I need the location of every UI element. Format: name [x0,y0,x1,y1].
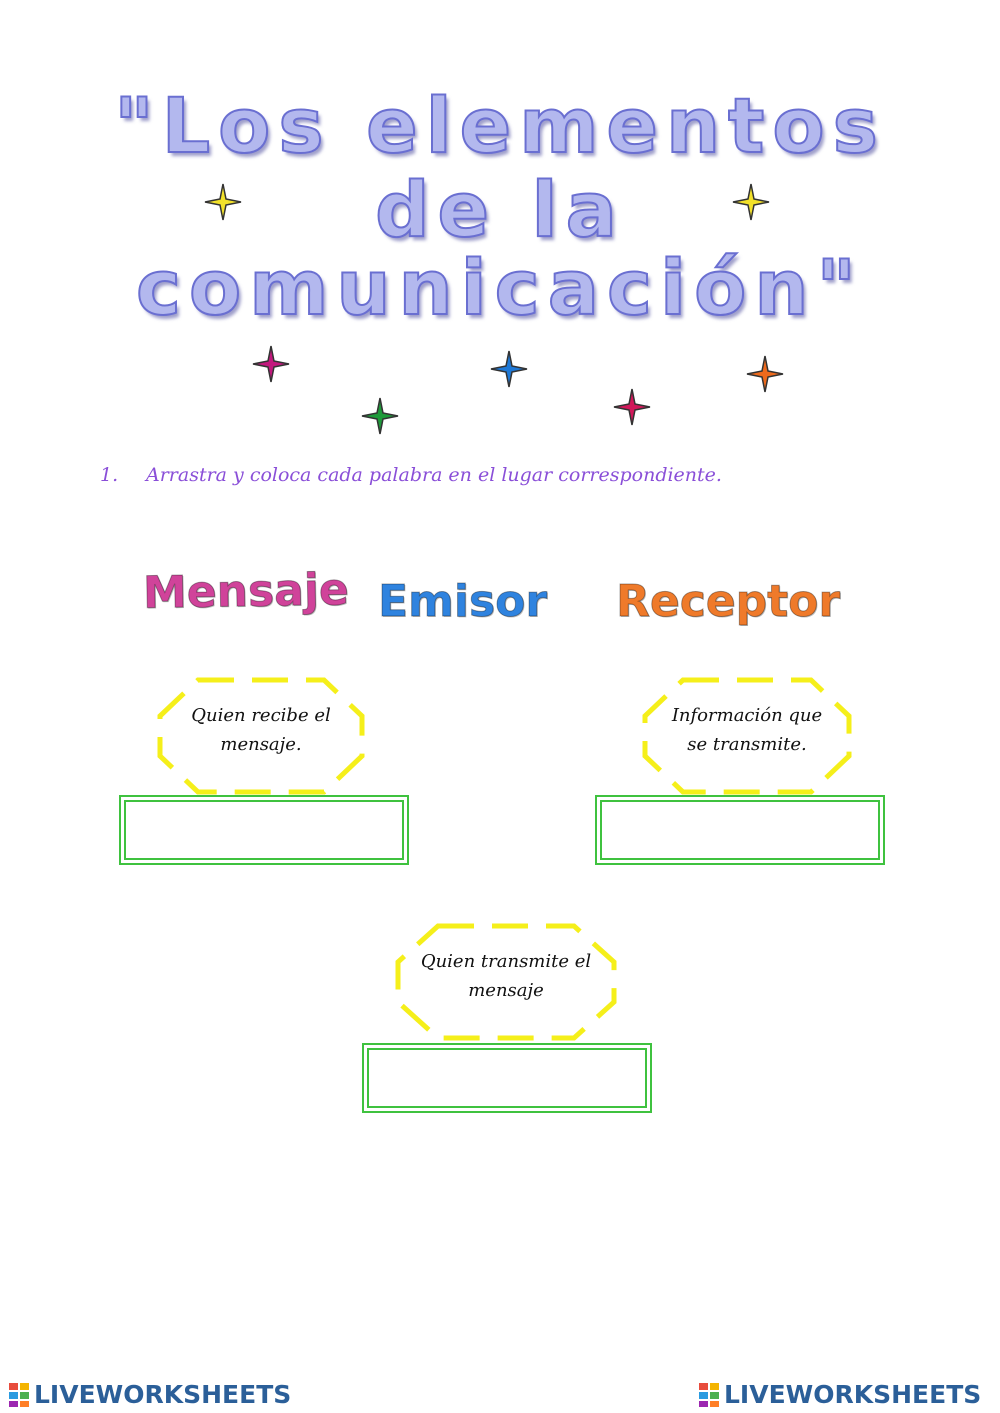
instruction: 1. Arrastra y coloca cada palabra en el l… [100,464,722,486]
star-blue-icon [490,350,528,388]
draggable-word-mensaje[interactable]: Mensaje [142,564,350,620]
brand-text: LIVEWORKSHEETS [724,1380,982,1409]
brand-text: LIVEWORKSHEETS [34,1380,292,1409]
instruction-number: 1. [100,464,119,486]
liveworksheets-icon [9,1382,29,1407]
drop-zone-mensaje[interactable] [595,795,885,865]
definition-text-line-1: Quien recibe el [191,705,331,726]
title-line-2: de la [374,165,625,254]
definition-text-line-1: Información que [671,705,823,726]
dashed-octagon-border [642,677,852,795]
liveworksheets-logo-right: LIVEWORKSHEETS [698,1380,981,1409]
definition-bubble-receptor: Quien recibe el mensaje. [156,676,366,796]
title-line-3: comunicación" [135,243,865,332]
star-yellow-right-icon [732,183,770,221]
draggable-word-emisor[interactable]: Emisor [377,576,548,627]
title-line-1: "Los elementos [113,81,886,170]
instruction-text: Arrastra y coloca cada palabra en el lug… [146,464,722,486]
dashed-octagon-border [157,677,365,795]
definition-text-line-2: se transmite. [687,734,807,755]
liveworksheets-icon [699,1382,719,1407]
drop-zone-receptor[interactable] [119,795,409,865]
definition-text-line-2: mensaje. [220,734,302,755]
dashed-octagon-border [395,923,617,1041]
definition-text-line-2: mensaje [468,980,544,1001]
star-magenta-icon [252,345,290,383]
definition-bubble-emisor: Quien transmite el mensaje [394,922,618,1042]
star-yellow-left-icon [204,183,242,221]
drop-zone-emisor[interactable] [362,1043,652,1113]
definition-bubble-mensaje: Información que se transmite. [641,676,853,796]
liveworksheets-logo-left: LIVEWORKSHEETS [8,1380,291,1409]
draggable-word-receptor[interactable]: Receptor [615,576,841,627]
star-crimson-icon [613,388,651,426]
definition-text-line-1: Quien transmite el [420,951,592,972]
star-green-icon [361,397,399,435]
star-orange-icon [746,355,784,393]
